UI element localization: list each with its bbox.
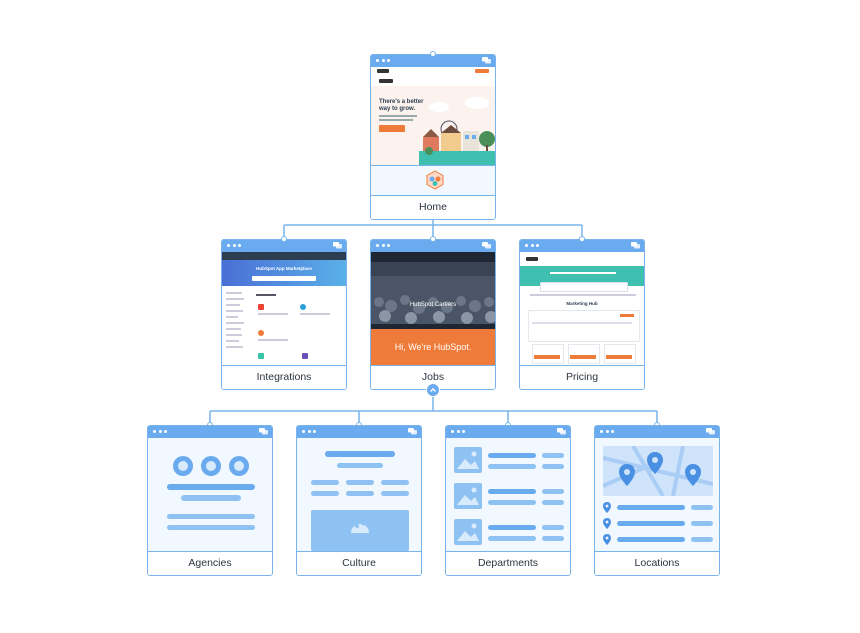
chat-icon: [333, 242, 342, 249]
locations-wireframe: [595, 438, 719, 551]
chat-icon: [482, 57, 491, 64]
node-culture[interactable]: Culture: [296, 425, 422, 576]
node-label: Jobs: [371, 365, 495, 389]
home-icon-area: [371, 165, 495, 195]
window-titlebar: [371, 55, 495, 67]
collapse-toggle[interactable]: [426, 383, 440, 397]
hubspot-logo-icon: [426, 170, 444, 190]
window-titlebar: [371, 240, 495, 252]
jobs-banner: Hi, We're HubSpot.: [394, 342, 472, 352]
node-integrations[interactable]: HubSpot App Marketplace: [221, 239, 347, 390]
window-titlebar: [446, 426, 570, 438]
node-label: Pricing: [520, 365, 644, 389]
jobs-screenshot: HubSpot Careers Hi, We're HubSpot.: [371, 252, 495, 365]
node-label: Locations: [595, 551, 719, 575]
node-label: Integrations: [222, 365, 346, 389]
node-jobs[interactable]: HubSpot Careers Hi, We're HubSpot. Jobs: [370, 239, 496, 390]
jobs-crowd-photo: [371, 262, 495, 324]
connector-node: [430, 51, 436, 57]
integrations-screenshot: HubSpot App Marketplace: [222, 252, 346, 365]
location-pin-icon: [603, 502, 611, 513]
culture-wireframe: [297, 438, 421, 551]
node-label: Departments: [446, 551, 570, 575]
chat-icon: [706, 428, 715, 435]
location-pin-icon: [603, 518, 611, 529]
chat-icon: [631, 242, 640, 249]
avatar-icon: [229, 456, 249, 476]
chat-icon: [408, 428, 417, 435]
home-headline-1: There's a better: [379, 99, 424, 105]
window-titlebar: [520, 240, 644, 252]
image-icon: [454, 447, 482, 473]
chat-icon: [259, 428, 268, 435]
chat-icon: [557, 428, 566, 435]
home-headline-2: way to grow.: [379, 106, 416, 112]
home-illustration: [419, 97, 495, 165]
window-titlebar: [297, 426, 421, 438]
image-placeholder: [311, 510, 409, 551]
location-pin-icon: [603, 534, 611, 545]
node-locations[interactable]: Locations: [594, 425, 720, 576]
connector-node: [281, 236, 287, 242]
connector-node: [430, 236, 436, 242]
departments-wireframe: [446, 438, 570, 551]
window-titlebar: [595, 426, 719, 438]
node-departments[interactable]: Departments: [445, 425, 571, 576]
avatar-icon: [201, 456, 221, 476]
node-pricing[interactable]: Marketing Hub Pricing: [519, 239, 645, 390]
node-label: Home: [371, 195, 495, 219]
node-label: Culture: [297, 551, 421, 575]
integrations-title: HubSpot App Marketplace: [256, 266, 312, 271]
node-agencies[interactable]: Agencies: [147, 425, 273, 576]
image-icon: [454, 483, 482, 509]
image-icon: [454, 519, 482, 545]
pricing-screenshot: Marketing Hub: [520, 252, 644, 365]
window-titlebar: [148, 426, 272, 438]
map-icon: [603, 446, 713, 496]
home-screenshot: There's a better way to grow.: [371, 67, 495, 165]
window-titlebar: [222, 240, 346, 252]
agencies-wireframe: [148, 438, 272, 551]
image-icon: [351, 522, 369, 533]
pricing-title: Marketing Hub: [566, 301, 598, 306]
connector-node: [579, 236, 585, 242]
node-label: Agencies: [148, 551, 272, 575]
jobs-title: HubSpot Careers: [409, 302, 457, 308]
node-home[interactable]: There's a better way to grow.: [370, 54, 496, 220]
chevron-up-icon: [430, 388, 436, 392]
avatar-icon: [173, 456, 193, 476]
chat-icon: [482, 242, 491, 249]
